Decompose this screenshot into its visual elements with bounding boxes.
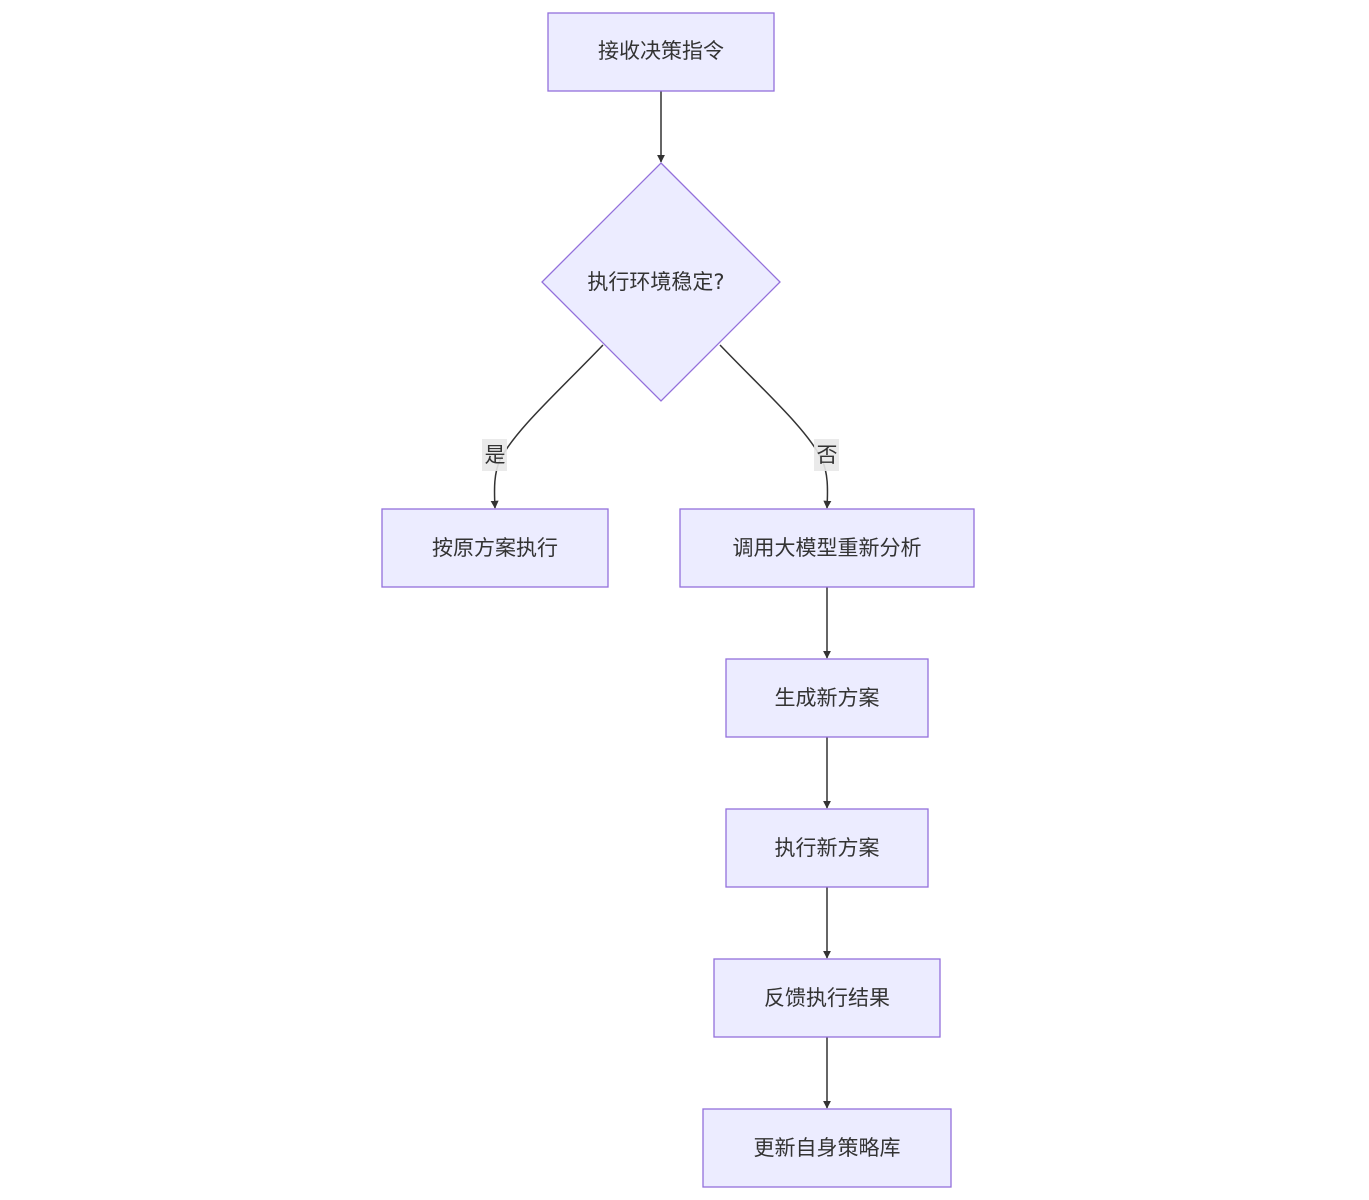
node-check-label: 执行环境稳定? xyxy=(587,270,724,294)
edge-check-to-original xyxy=(490,344,604,509)
edge-label-yes-text: 是 xyxy=(485,443,506,467)
node-feedback-label: 反馈执行结果 xyxy=(764,986,890,1010)
node-receive: 接收决策指令 xyxy=(547,12,775,92)
node-update: 更新自身策略库 xyxy=(702,1108,952,1188)
node-update-label: 更新自身策略库 xyxy=(754,1136,901,1160)
edge-label-no: 否 xyxy=(814,439,839,471)
node-generate-label: 生成新方案 xyxy=(775,686,880,710)
node-reanalyze: 调用大模型重新分析 xyxy=(679,508,975,588)
node-original-label: 按原方案执行 xyxy=(432,536,558,560)
edge-label-no-text: 否 xyxy=(817,443,838,467)
node-feedback: 反馈执行结果 xyxy=(713,958,941,1038)
node-execute-new: 执行新方案 xyxy=(725,808,929,888)
node-reanalyze-label: 调用大模型重新分析 xyxy=(733,536,922,560)
edge-check-to-reanalyze xyxy=(719,344,832,509)
node-execute-new-label: 执行新方案 xyxy=(775,836,880,860)
node-check: 执行环境稳定? xyxy=(541,162,781,402)
edge-label-yes: 是 xyxy=(482,439,507,471)
node-original: 按原方案执行 xyxy=(381,508,609,588)
node-generate: 生成新方案 xyxy=(725,658,929,738)
node-receive-label: 接收决策指令 xyxy=(598,39,724,63)
